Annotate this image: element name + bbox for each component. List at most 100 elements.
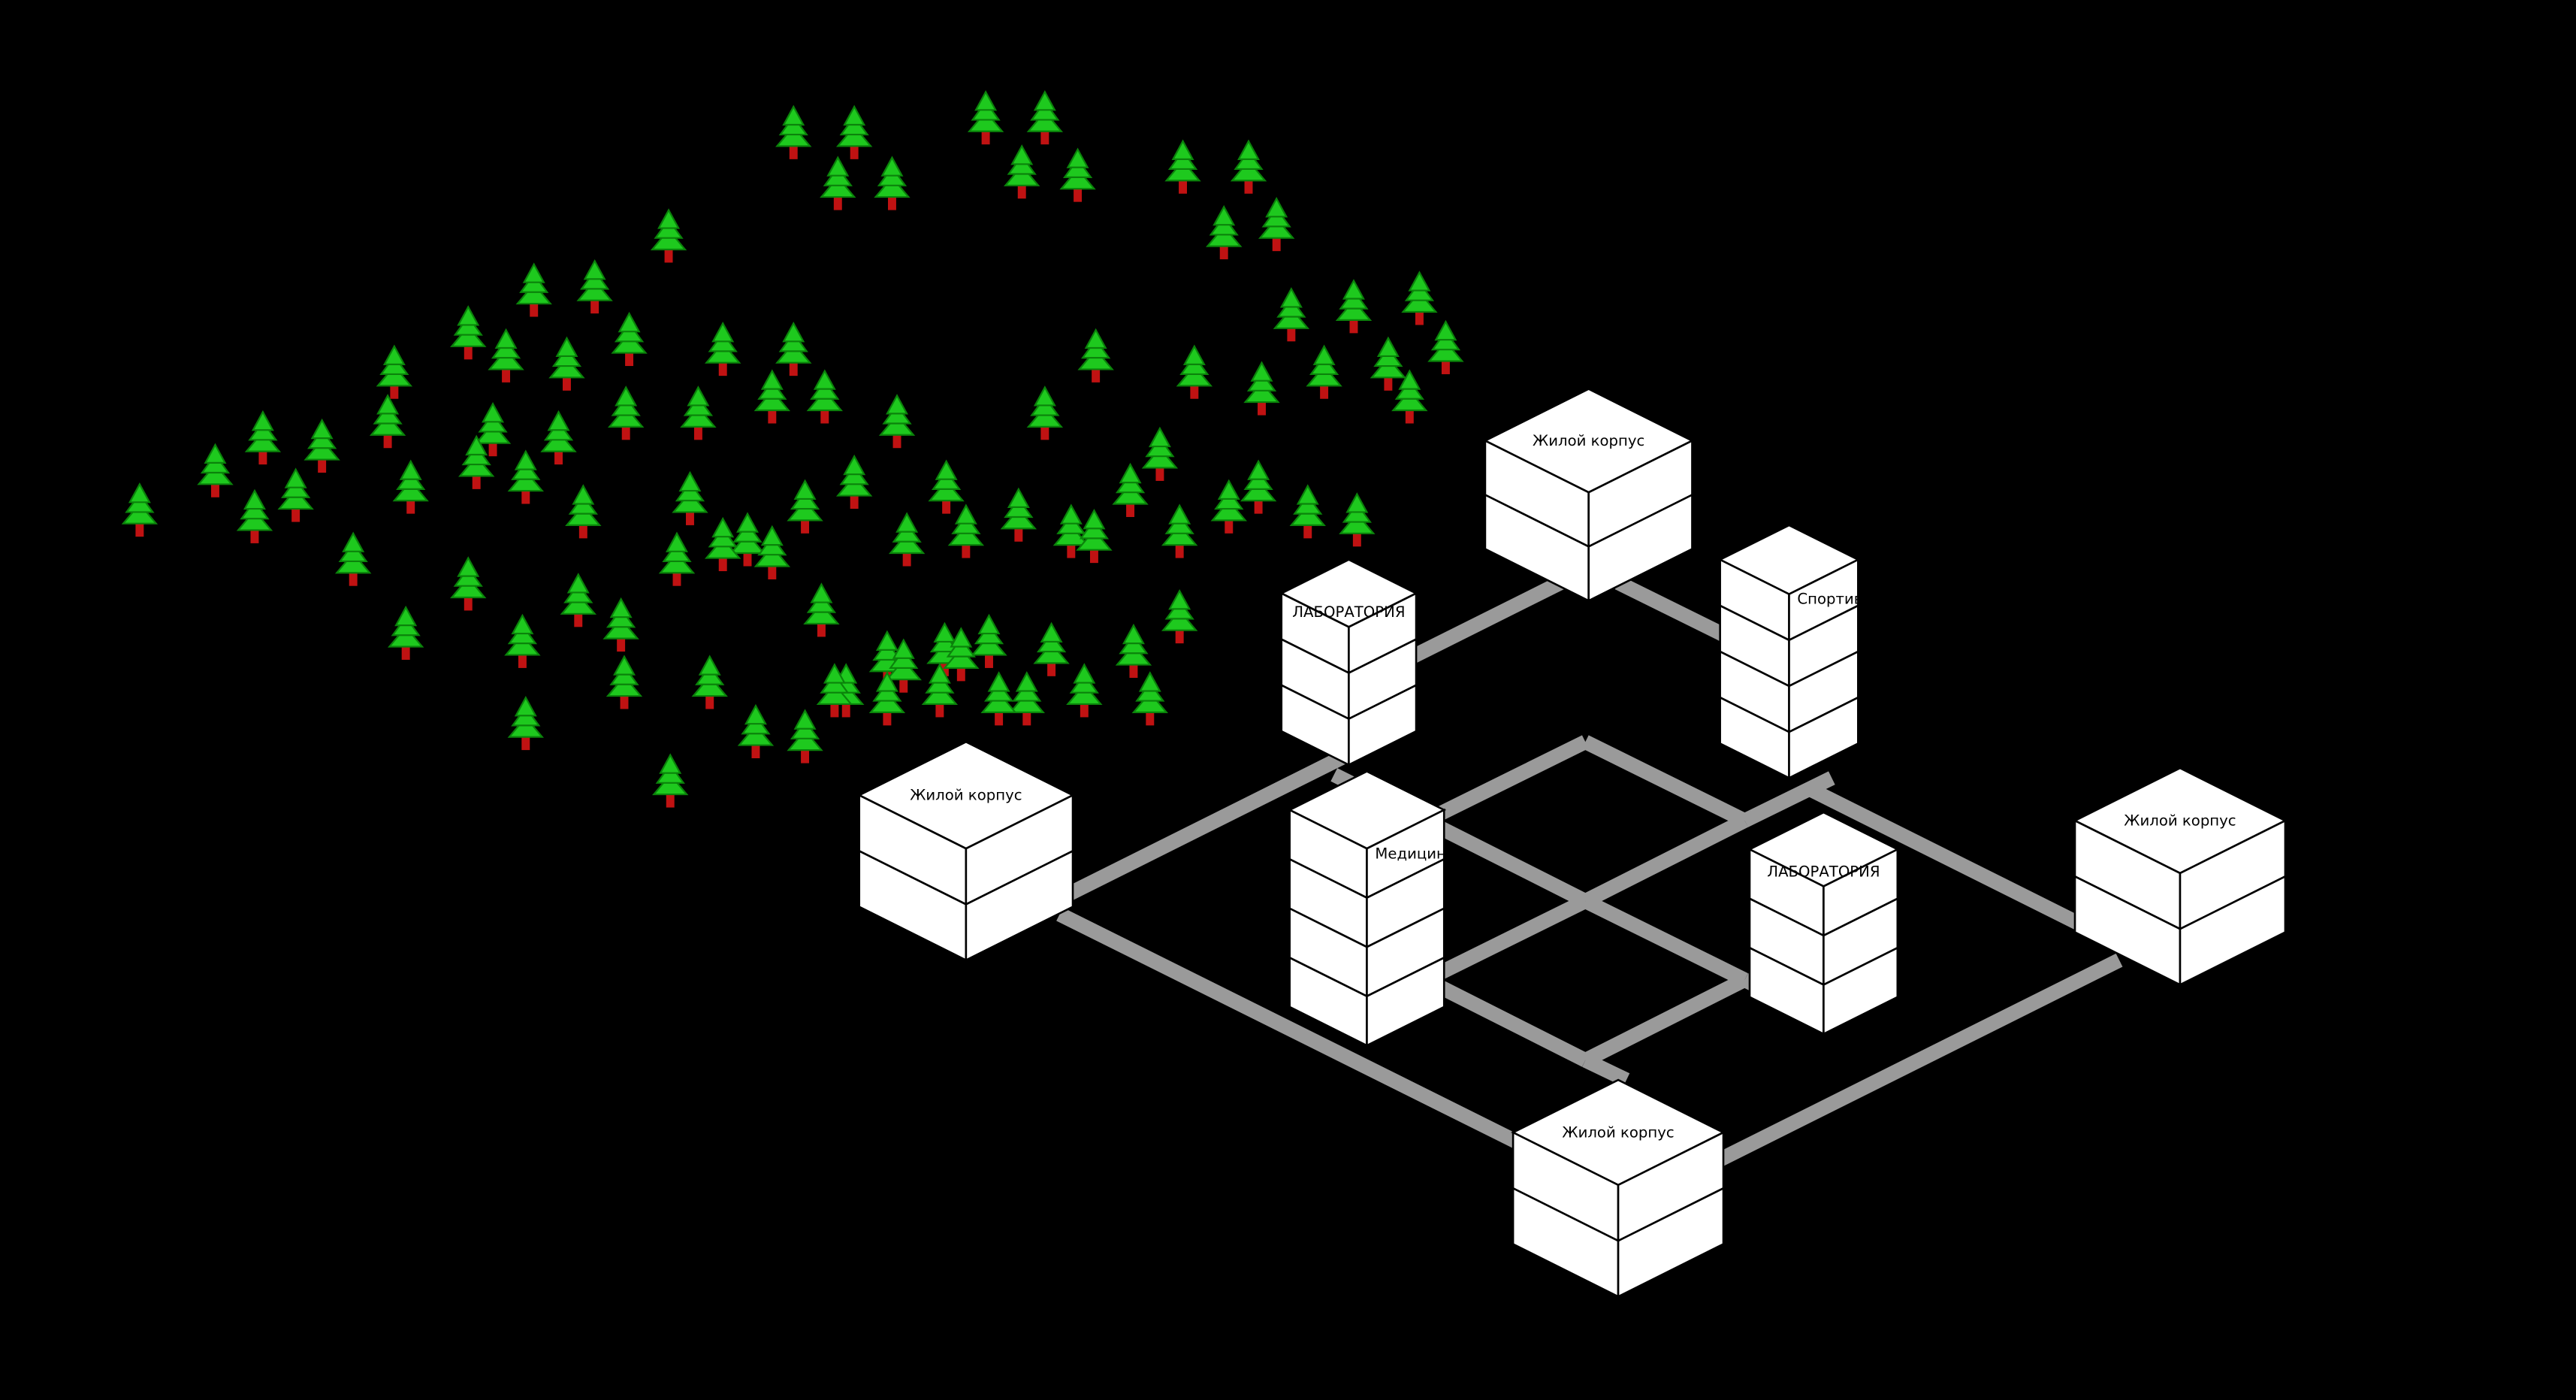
pine-tree-icon <box>1131 671 1169 726</box>
tree-trunk <box>718 555 727 572</box>
building-laboratory-north[interactable]: ЛАБОРАТОРИЯ <box>1279 558 1419 767</box>
building-residential-west[interactable]: Жилой корпус <box>856 740 1075 962</box>
tree-canopy <box>1408 271 1431 292</box>
building-wall-right <box>1348 683 1418 767</box>
tree-trunk <box>686 509 694 525</box>
building-wall-right <box>1587 493 1693 603</box>
tree-canopy <box>511 613 534 635</box>
pine-tree-icon <box>885 638 922 693</box>
pine-tree-icon <box>1306 344 1342 399</box>
pine-tree-icon <box>868 671 906 726</box>
tree-canopy <box>888 532 926 555</box>
tree-canopy <box>369 413 406 436</box>
pine-tree-icon <box>392 459 429 514</box>
building-label: Жилой корпус <box>2124 812 2236 830</box>
tree-trunk <box>464 594 473 611</box>
tree-trunk <box>258 448 267 465</box>
tree-canopy <box>683 395 714 416</box>
tree-trunk <box>1272 234 1281 252</box>
tree-trunk <box>962 541 971 558</box>
tree-trunk <box>768 563 777 579</box>
road-segment <box>1422 735 1589 827</box>
tree-trunk <box>625 349 634 367</box>
road-segment <box>1705 953 2123 1172</box>
pine-tree-icon <box>787 479 823 534</box>
tree-canopy <box>950 627 973 648</box>
building-laboratory-south[interactable]: ЛАБОРАТОРИЯ <box>1747 811 1900 1036</box>
tree-canopy <box>787 729 823 751</box>
pine-tree-icon <box>1033 621 1070 676</box>
tree-canopy <box>691 675 728 697</box>
tree-trunk <box>1287 325 1296 342</box>
tree-trunk <box>981 128 990 145</box>
tree-canopy <box>1084 328 1107 349</box>
tree-canopy <box>1076 528 1113 551</box>
tree-canopy <box>1230 159 1267 182</box>
tree-canopy <box>387 625 424 648</box>
tree-canopy <box>935 459 958 480</box>
tree-trunk <box>718 359 727 376</box>
pine-tree-icon <box>376 344 413 399</box>
forest-layer <box>121 90 1464 808</box>
tree-trunk <box>985 652 993 668</box>
tree-canopy <box>277 488 314 510</box>
tree-trunk <box>1441 358 1450 374</box>
tree-canopy <box>488 348 524 370</box>
tree-trunk <box>521 733 530 751</box>
tree-canopy <box>1434 319 1457 341</box>
tree-trunk <box>666 791 675 808</box>
tree-canopy <box>515 283 552 305</box>
tree-trunk <box>1384 373 1393 391</box>
road-segment <box>1065 750 1348 902</box>
road-segment <box>1581 814 1748 908</box>
tree-canopy <box>284 467 307 488</box>
pine-tree-icon <box>775 321 812 376</box>
tree-canopy <box>655 763 685 784</box>
tree-canopy <box>540 430 577 452</box>
building-medical[interactable]: Медицин <box>1287 770 1447 1048</box>
tree-canopy <box>605 675 643 697</box>
tree-trunk <box>1225 516 1234 534</box>
tree-canopy <box>666 531 688 552</box>
tree-canopy <box>548 356 585 379</box>
tree-trunk <box>1349 316 1358 334</box>
tree-canopy <box>1164 159 1201 182</box>
tree-canopy <box>1398 369 1421 390</box>
pine-tree-icon <box>947 503 985 558</box>
tree-canopy <box>522 262 545 283</box>
tree-canopy <box>947 524 985 546</box>
pine-tree-icon <box>1164 139 1201 194</box>
building-wall-right <box>1823 946 1899 1036</box>
tree-canopy <box>886 394 908 415</box>
tree-canopy <box>816 683 853 706</box>
tree-canopy <box>793 479 817 500</box>
tree-canopy <box>334 552 372 574</box>
pine-tree-icon <box>1401 271 1438 325</box>
tree-canopy <box>507 470 544 492</box>
tree-canopy <box>711 516 735 538</box>
pine-tree-icon <box>450 305 487 360</box>
tree-canopy <box>1059 503 1083 525</box>
tree-trunk <box>1320 382 1329 399</box>
pine-tree-icon <box>921 663 959 718</box>
tree-canopy <box>576 279 613 301</box>
tree-canopy <box>514 449 537 470</box>
tree-canopy <box>565 503 602 526</box>
building-residential-north[interactable]: Жилой корпус <box>1482 388 1695 603</box>
building-residential-south[interactable]: Жилой корпус <box>1511 1078 1726 1299</box>
pine-tree-icon <box>1230 139 1267 194</box>
tree-canopy <box>376 394 400 415</box>
tree-canopy <box>782 104 805 126</box>
tree-canopy <box>1250 361 1273 382</box>
building-residential-east[interactable]: Жилой корпус <box>2073 767 2288 987</box>
tree-trunk <box>620 692 629 709</box>
tree-canopy <box>1182 344 1206 365</box>
tree-trunk <box>817 620 826 637</box>
tree-trunk <box>1126 500 1135 517</box>
building-sports[interactable]: Спортив <box>1717 524 1863 780</box>
pine-tree-icon <box>658 531 696 586</box>
pine-tree-icon <box>1258 196 1295 252</box>
tree-canopy <box>753 545 791 567</box>
